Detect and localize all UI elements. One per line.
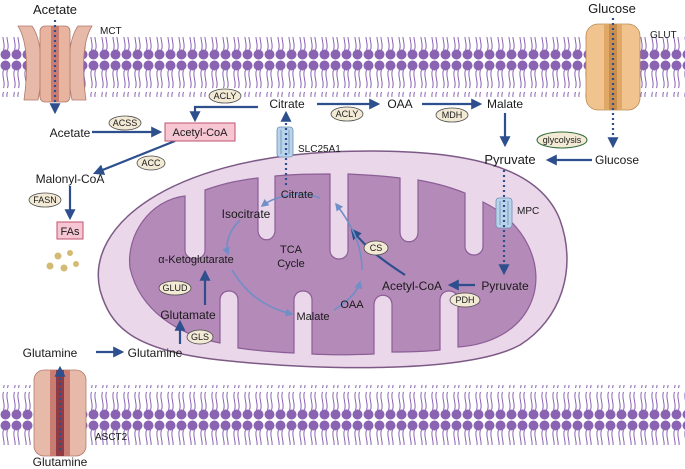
lipid-droplets: [46, 250, 79, 272]
svg-text:ACSS: ACSS: [113, 118, 138, 128]
svg-text:MDH: MDH: [442, 110, 463, 120]
arrow-acly-acetyl: [189, 105, 258, 123]
mct-transporter: [17, 25, 93, 103]
label-malate-mito: Malate: [296, 311, 329, 323]
label-glucose-extracellular: Glucose: [588, 1, 636, 16]
label-cycle: Cycle: [277, 258, 305, 270]
label-citrate-mito: Citrate: [281, 189, 313, 201]
svg-text:glycolysis: glycolysis: [543, 135, 582, 145]
glut-transporter: [585, 23, 641, 111]
label-acetate-extracellular: Acetate: [33, 2, 77, 17]
svg-text:GLS: GLS: [191, 332, 209, 342]
pathway-arrows: [49, 18, 619, 450]
enzyme-acly-top: ACLY: [208, 88, 242, 104]
label-glutamine-cytosol: Glutamine: [23, 346, 78, 360]
label-isocitrate: Isocitrate: [222, 207, 271, 221]
tca-arrow-citrate-isocitrate: [260, 193, 321, 207]
fas-highlight-box: [56, 221, 84, 240]
acetyl-coa-highlight-box: [164, 122, 236, 142]
enzyme-mdh: MDH: [435, 107, 469, 123]
arrow-acc: [92, 139, 176, 175]
tca-arrow-oaa-citrate: [335, 202, 363, 271]
svg-text:ACLY: ACLY: [214, 91, 237, 101]
plasma-membrane-top: [0, 37, 685, 97]
label-malate-cytosol: Malate: [487, 97, 523, 111]
label-tca: TCA: [280, 244, 303, 256]
svg-text:GLUD: GLUD: [162, 283, 188, 293]
enzyme-acly-mid: ACLY: [330, 106, 364, 122]
svg-text:ACLY: ACLY: [336, 109, 359, 119]
enzyme-acss: ACSS: [108, 115, 142, 131]
label-glutamine-mito: Glutamine: [128, 346, 183, 360]
enzyme-pdh: PDH: [449, 292, 481, 308]
label-acetate-cytosol: Acetate: [50, 126, 91, 140]
label-slc25a1: SLC25A1: [298, 144, 341, 155]
label-malonyl-coa: Malonyl-CoA: [36, 172, 105, 186]
mitochondrion: [97, 150, 568, 369]
label-fas: FAs: [61, 226, 80, 238]
enzyme-acc: ACC: [136, 155, 166, 171]
label-pyruvate-mito: Pyruvate: [481, 279, 529, 293]
enzyme-glycolysis: glycolysis: [536, 131, 588, 149]
label-pyruvate-cytosol: Pyruvate: [484, 152, 535, 167]
enzyme-gls: GLS: [186, 329, 214, 345]
label-oaa-mito: OAA: [340, 299, 364, 311]
metabolite-labels: Acetate MCT Acetate Acetyl-CoA Glucose G…: [23, 1, 677, 469]
mpc-channel: [495, 197, 513, 229]
svg-text:CS: CS: [370, 243, 383, 253]
tca-arrow-malate-oaa: [333, 280, 363, 311]
plasma-membrane-bottom: [0, 385, 685, 445]
svg-text:FASN: FASN: [33, 195, 57, 205]
svg-text:PDH: PDH: [455, 295, 474, 305]
tca-cycle-arrows: [222, 193, 363, 317]
label-acetyl-coa-mito: Acetyl-CoA: [382, 279, 442, 293]
svg-text:ACC: ACC: [141, 158, 161, 168]
label-mpc: MPC: [517, 206, 539, 217]
label-glucose-cytosol: Glucose: [595, 153, 639, 167]
label-glutamine-extracellular: Glutamine: [33, 455, 88, 469]
label-acetyl-coa-cytosol: Acetyl-CoA: [172, 127, 228, 139]
enzyme-badges: ACLY ACSS ACLY MDH glycolysis ACC FASN: [28, 88, 588, 345]
tca-arrow-aketo-malate: [231, 269, 294, 317]
label-mct: MCT: [100, 26, 122, 37]
label-alpha-ketoglutarate: α-Ketoglutarate: [158, 254, 233, 266]
enzyme-fasn: FASN: [28, 192, 62, 208]
label-citrate-cytosol: Citrate: [269, 97, 305, 111]
label-glut: GLUT: [650, 30, 677, 41]
enzyme-cs: CS: [363, 240, 389, 256]
tca-arrow-isocitrate-aketo: [222, 219, 241, 256]
label-asct2: ASCT2: [95, 432, 128, 443]
enzyme-glud: GLUD: [158, 280, 192, 296]
label-glutamate: Glutamate: [160, 308, 216, 322]
slc25a1-channel: [276, 126, 294, 158]
label-oaa-cytosol: OAA: [387, 97, 412, 111]
